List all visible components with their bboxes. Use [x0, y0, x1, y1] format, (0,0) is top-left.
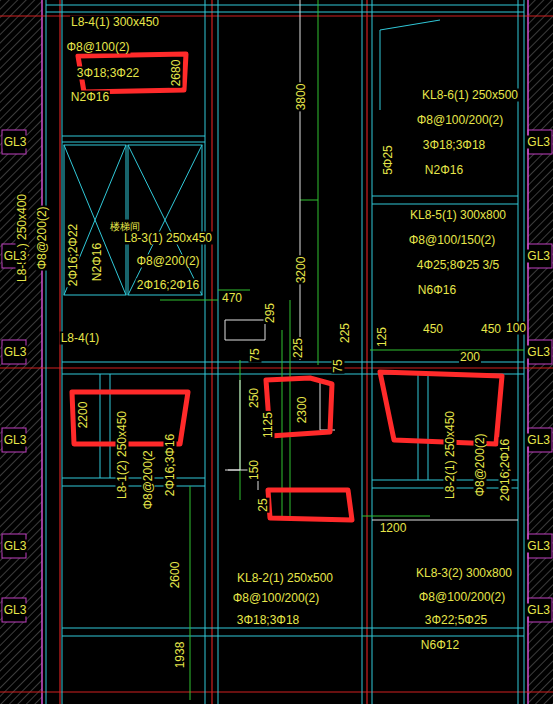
plan-annotation: GL3	[3, 136, 28, 149]
plan-annotation: KL8-6(1) 250x500	[421, 89, 519, 102]
plan-annotation: 450	[480, 323, 502, 336]
plan-annotation: 2200	[77, 401, 90, 430]
plan-annotation: 3Φ22;5Φ25	[424, 614, 489, 627]
plan-annotation: KL8-2(1) 250x500	[236, 572, 334, 585]
plan-annotation: Φ8@100/200(2)	[418, 591, 506, 604]
plan-annotation: 225	[292, 337, 305, 359]
plan-annotation: 3Φ18;3Φ22	[76, 67, 141, 80]
plan-annotation: 1938	[174, 641, 187, 670]
plan-annotation: 295	[264, 302, 277, 324]
plan-annotation: 470	[221, 292, 243, 305]
plan-annotation: Φ8@200(2	[142, 449, 155, 510]
plan-annotation: Φ8@100/200(2)	[416, 114, 504, 127]
plan-annotation: 125	[376, 326, 389, 348]
plan-annotation: 2300	[296, 396, 309, 425]
plan-annotation: 2Φ16;2Φ16	[136, 279, 201, 292]
plan-annotation: L8-4(1) 300x450	[70, 16, 160, 29]
plan-annotation: L8-4(1)	[60, 332, 101, 345]
plan-annotation: N2Φ16	[91, 242, 104, 282]
plan-annotation: 2600	[169, 561, 182, 590]
plan-annotation: 2Φ16;3Φ16	[164, 433, 177, 498]
plan-annotation: 250	[248, 387, 261, 409]
plan-annotation: Φ8@100(2)	[65, 41, 130, 54]
plan-annotation: GL3	[526, 540, 551, 553]
plan-annotation: L8-3(1) 250x450	[123, 232, 213, 245]
plan-annotation: GL3	[526, 604, 551, 617]
plan-annotation: 2680	[170, 59, 183, 88]
plan-annotation: L8-5(1) 250x400	[16, 193, 29, 283]
plan-annotation: KL8-3(2) 300x800	[415, 567, 513, 580]
plan-annotation: GL3	[3, 250, 28, 263]
plan-annotation: GL3	[3, 346, 28, 359]
plan-annotation: 2Φ16;2Φ22	[67, 223, 80, 288]
plan-annotation: L8-1(2) 250x450	[116, 410, 129, 500]
plan-annotation: 4Φ25;8Φ25 3/5	[416, 259, 501, 272]
plan-annotation: 75	[249, 347, 262, 362]
plan-annotation: GL3	[3, 434, 28, 447]
plan-annotation: N2Φ16	[424, 164, 464, 177]
plan-annotation: N2Φ16	[70, 91, 110, 104]
plan-annotation: 150	[248, 459, 261, 481]
plan-annotation: KL8-5(1) 300x800	[409, 209, 507, 222]
plan-annotation: 450	[422, 323, 444, 336]
plan-annotation: GL3	[3, 540, 28, 553]
plan-annotation: 3200	[295, 256, 308, 285]
plan-annotation: GL3	[526, 136, 551, 149]
plan-annotation: 25	[257, 497, 270, 512]
plan-annotation: GL3	[3, 604, 28, 617]
plan-annotation: 3800	[295, 83, 308, 112]
plan-annotation: Φ8@100/200(2)	[232, 592, 320, 605]
plan-annotation: N6Φ16	[417, 284, 457, 297]
plan-annotation: 100	[505, 322, 527, 335]
plan-annotation: 5Φ25	[382, 144, 395, 176]
plan-annotation: GL3	[526, 434, 551, 447]
plan-annotation: Φ8@200(2)	[36, 205, 49, 270]
plan-annotation: 3Φ18;3Φ18	[422, 139, 487, 152]
plan-annotation: 1200	[379, 522, 408, 535]
plan-annotation: GL3	[526, 250, 551, 263]
plan-annotation: 200	[459, 351, 481, 364]
plan-annotation: GL3	[526, 346, 551, 359]
plan-annotation: Φ8@100/150(2)	[408, 234, 496, 247]
plan-annotation: 3Φ18;3Φ18	[236, 614, 301, 627]
plan-annotation: 75	[332, 358, 345, 373]
plan-annotation: Φ8@200(2)	[135, 255, 200, 268]
plan-annotation: 225	[339, 322, 352, 344]
plan-annotation: 2Φ16;2Φ16	[499, 438, 512, 503]
plan-annotation: N6Φ12	[420, 639, 460, 652]
plan-annotation: 1125	[262, 411, 275, 439]
plan-annotation: Φ8@200(2)	[474, 432, 487, 497]
plan-annotation: L8-2(1) 250x450	[444, 410, 457, 500]
